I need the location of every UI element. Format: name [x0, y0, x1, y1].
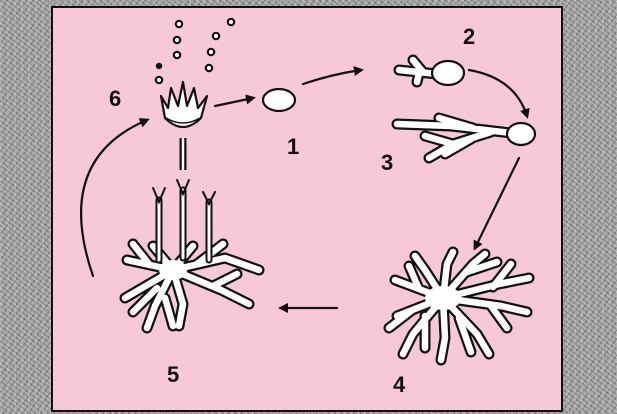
- spore: [263, 89, 295, 111]
- life-cycle-diagram: 1 2 3 4 5 6: [51, 6, 563, 412]
- stage-label-4: 4: [393, 372, 406, 397]
- stage-label-2: 2: [463, 24, 475, 49]
- stage-label-5: 5: [167, 362, 179, 387]
- stage-label-6: 6: [109, 86, 121, 111]
- stage-label-1: 1: [287, 134, 299, 159]
- diagram-canvas: 1 2 3 4 5 6: [53, 8, 561, 410]
- stage-label-3: 3: [381, 150, 393, 175]
